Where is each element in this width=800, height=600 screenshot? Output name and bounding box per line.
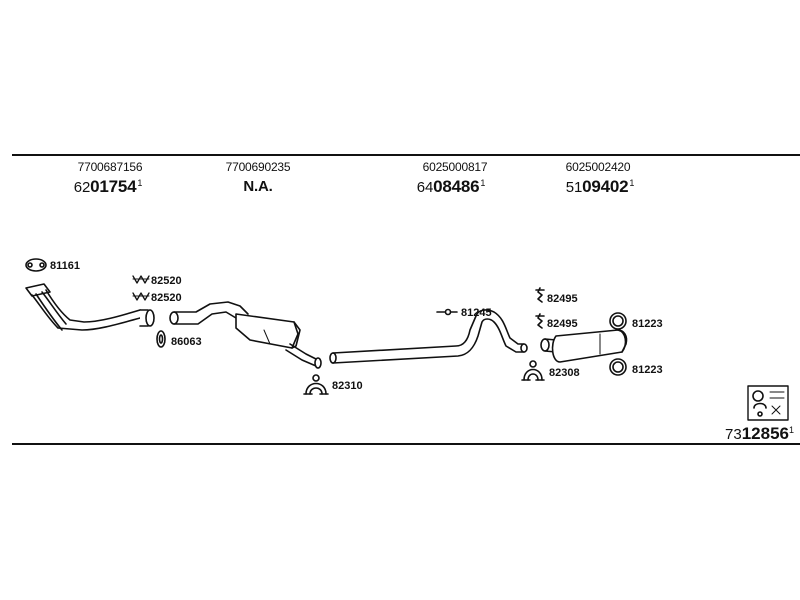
part-number-1-prefix: 62: [73, 179, 91, 196]
kit-qty: 1: [788, 425, 794, 435]
clamp-icon[interactable]: [132, 292, 150, 301]
part-label-82308[interactable]: 82308: [549, 367, 580, 379]
clamp-icon[interactable]: [535, 287, 545, 303]
clamp-icon[interactable]: [535, 313, 545, 329]
rubber-ring-icon[interactable]: [609, 358, 627, 376]
part-label-82520-a[interactable]: 82520: [151, 275, 182, 287]
part-number-4-qty: 1: [629, 178, 635, 188]
u-bolt-clamp-icon[interactable]: [303, 374, 329, 395]
front-pipe-icon[interactable]: [25, 283, 155, 331]
clamp-icon[interactable]: [132, 275, 150, 284]
kit-main: 12856: [741, 424, 789, 443]
part-number-3-prefix: 64: [416, 179, 434, 196]
part-number-3-qty: 1: [480, 178, 486, 188]
part-number-4[interactable]: 51094021: [565, 177, 635, 197]
part-label-81161[interactable]: 81161: [50, 260, 80, 272]
part-label-82495-b[interactable]: 82495: [547, 318, 578, 330]
part-label-81223-b[interactable]: 81223: [632, 364, 663, 376]
part-number-3[interactable]: 64084861: [416, 177, 486, 197]
part-label-82310[interactable]: 82310: [332, 380, 363, 392]
part-number-1-main: 01754: [90, 177, 137, 196]
part-label-86063[interactable]: 86063: [171, 336, 202, 348]
part-number-4-main: 09402: [582, 177, 629, 196]
flange-gasket-icon[interactable]: [25, 258, 47, 272]
seal-ring-icon[interactable]: [156, 330, 166, 348]
part-number-1-qty: 1: [137, 178, 143, 188]
mounting-kit-part-number[interactable]: 73128561: [725, 424, 794, 444]
rear-silencer-icon[interactable]: [540, 329, 628, 363]
top-divider: [12, 154, 800, 156]
kit-prefix: 73: [725, 426, 742, 443]
part-number-3-main: 08486: [433, 177, 480, 196]
part-label-82495-a[interactable]: 82495: [547, 293, 578, 305]
part-number-1[interactable]: 62017541: [73, 177, 143, 197]
oe-number-1: 7700687156: [77, 160, 143, 174]
part-label-81223-a[interactable]: 81223: [632, 318, 663, 330]
oe-number-4: 6025002420: [565, 160, 631, 174]
rubber-hanger-icon[interactable]: [436, 308, 458, 316]
part-label-82520-b[interactable]: 82520: [151, 292, 182, 304]
bottom-divider: [12, 443, 800, 445]
u-bolt-clamp-icon[interactable]: [521, 360, 545, 381]
rubber-ring-icon[interactable]: [609, 312, 627, 330]
mounting-kit-icon[interactable]: [747, 385, 789, 421]
oe-number-3: 6025000817: [422, 160, 488, 174]
part-label-81245[interactable]: 81245: [461, 307, 492, 319]
oe-number-2: 7700690235: [225, 160, 291, 174]
part-number-4-prefix: 51: [565, 179, 583, 196]
intermediate-pipe-icon[interactable]: [329, 309, 528, 364]
not-available-label: N.A.: [243, 178, 273, 195]
middle-silencer-icon[interactable]: [169, 301, 322, 369]
